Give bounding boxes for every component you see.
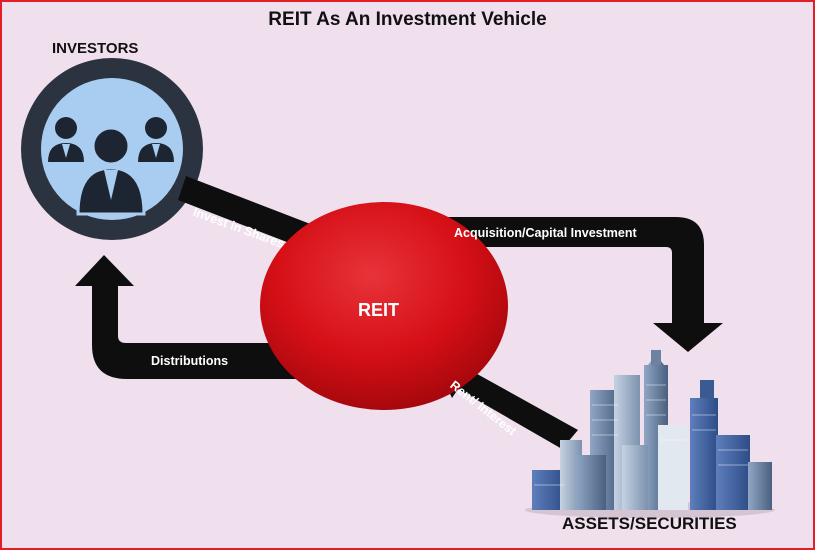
reit-label: REIT [358, 300, 400, 320]
acquisition-label: Acquisition/Capital Investment [454, 226, 637, 240]
people-icon [48, 117, 174, 216]
investors-node [21, 58, 203, 240]
distributions-label: Distributions [151, 354, 229, 368]
diagram-title: REIT As An Investment Vehicle [268, 9, 547, 30]
assets-label: ASSETS/SECURITIES [562, 514, 737, 533]
investors-label: INVESTORS [52, 40, 139, 57]
city-buildings-icon [525, 350, 775, 518]
distributions-arrow [75, 255, 320, 379]
reit-node [260, 202, 508, 410]
acquisition-arrow [445, 217, 723, 352]
rent-arrow [436, 361, 578, 449]
